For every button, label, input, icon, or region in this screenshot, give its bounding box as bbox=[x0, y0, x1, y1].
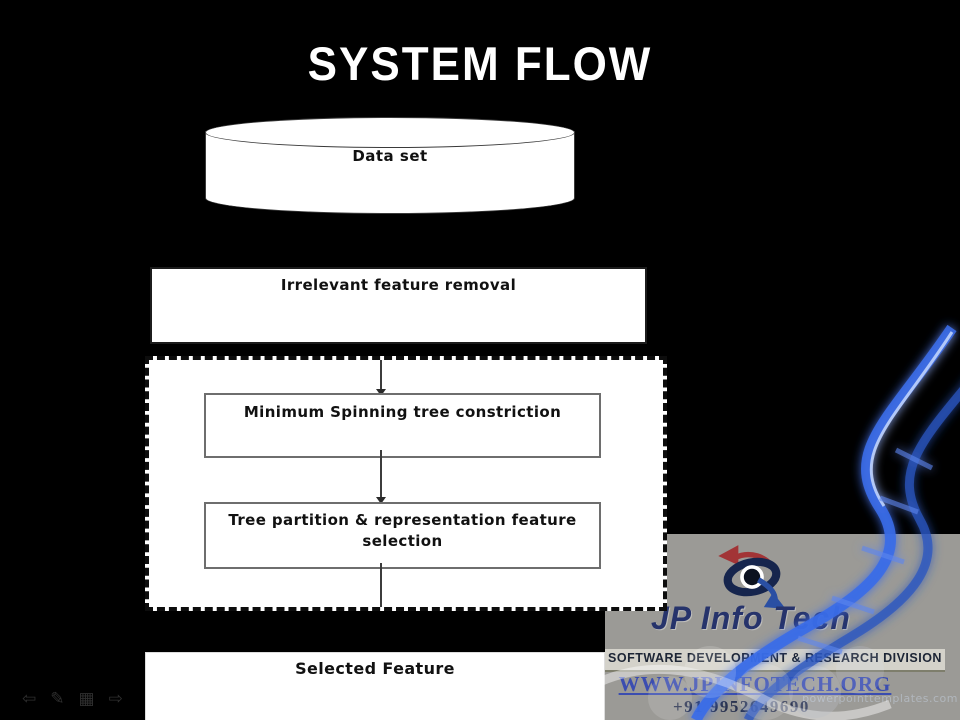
dataset-cylinder: Data set bbox=[205, 117, 575, 215]
tree-partition-line1: Tree partition & representation feature bbox=[228, 511, 577, 529]
next-slide-icon[interactable]: ⇨ bbox=[108, 689, 123, 709]
slide-title: SYSTEM FLOW bbox=[307, 38, 653, 91]
connector-line bbox=[380, 563, 382, 607]
mst-group-container: Minimum Spinning tree constriction Tree … bbox=[145, 356, 667, 611]
arrow-down-icon bbox=[376, 389, 386, 396]
cylinder-top-ellipse bbox=[205, 117, 575, 148]
previous-slide-icon[interactable]: ⇦ bbox=[22, 689, 37, 709]
website-link[interactable]: WWW.JPINFOTECH.ORG bbox=[618, 672, 892, 696]
phone-number: +91 9952649690 bbox=[673, 697, 810, 716]
brand-name: JP Info Tech bbox=[651, 600, 851, 636]
slide-overview-icon[interactable]: ▦ bbox=[78, 689, 95, 709]
division-banner: SOFTWARE DEVELOPMENT & RESEARCH DIVISION bbox=[605, 649, 945, 672]
irrelevant-feature-removal-box: Irrelevant feature removal bbox=[150, 267, 647, 344]
tree-partition-box: Tree partition & representation feature … bbox=[204, 502, 601, 569]
arrow-down-icon bbox=[376, 497, 386, 504]
presenter-toolbar: ⇦ ✎ ▦ ⇨ bbox=[22, 684, 123, 714]
minimum-spanning-tree-box: Minimum Spinning tree constriction bbox=[204, 393, 601, 458]
pen-tool-icon[interactable]: ✎ bbox=[50, 689, 65, 709]
tree-partition-line2: selection bbox=[362, 532, 443, 550]
connector-line bbox=[380, 360, 382, 390]
dataset-label: Data set bbox=[352, 147, 428, 165]
selected-feature-box: Selected Feature bbox=[145, 652, 605, 720]
connector-line bbox=[380, 450, 382, 498]
